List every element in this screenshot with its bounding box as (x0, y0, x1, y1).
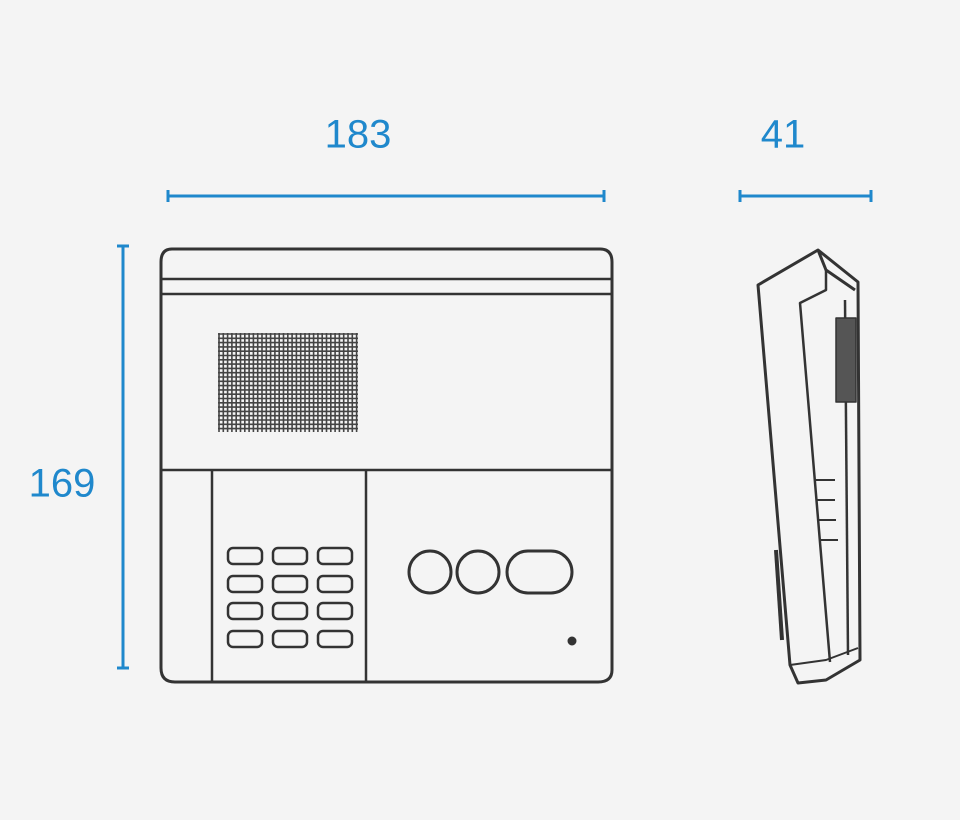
keypad (226, 546, 354, 649)
pill-button (505, 549, 574, 595)
dimension-lines (117, 190, 873, 670)
keypad-key (271, 601, 309, 621)
keypad-key (316, 546, 354, 566)
keypad-key (226, 601, 264, 621)
round-button-2 (455, 549, 501, 595)
front-view (159, 247, 614, 684)
speaker-grille (218, 333, 358, 432)
keypad-key (271, 574, 309, 594)
height-label: 169 (28, 461, 96, 506)
keypad-key (316, 629, 354, 649)
round-button-1 (407, 549, 453, 595)
indicator-dot (567, 636, 577, 646)
keypad-key (316, 601, 354, 621)
keypad-key (226, 574, 264, 594)
width-dimension-line (166, 190, 606, 202)
depth-dimension-line (738, 190, 873, 202)
keypad-key (226, 629, 264, 649)
depth-label: 41 (760, 112, 806, 157)
keypad-key (226, 546, 264, 566)
keypad-key (316, 574, 354, 594)
width-label: 183 (324, 112, 392, 157)
side-view (756, 248, 862, 685)
height-dimension-line (117, 244, 129, 670)
keypad-key (271, 546, 309, 566)
keypad-key (271, 629, 309, 649)
